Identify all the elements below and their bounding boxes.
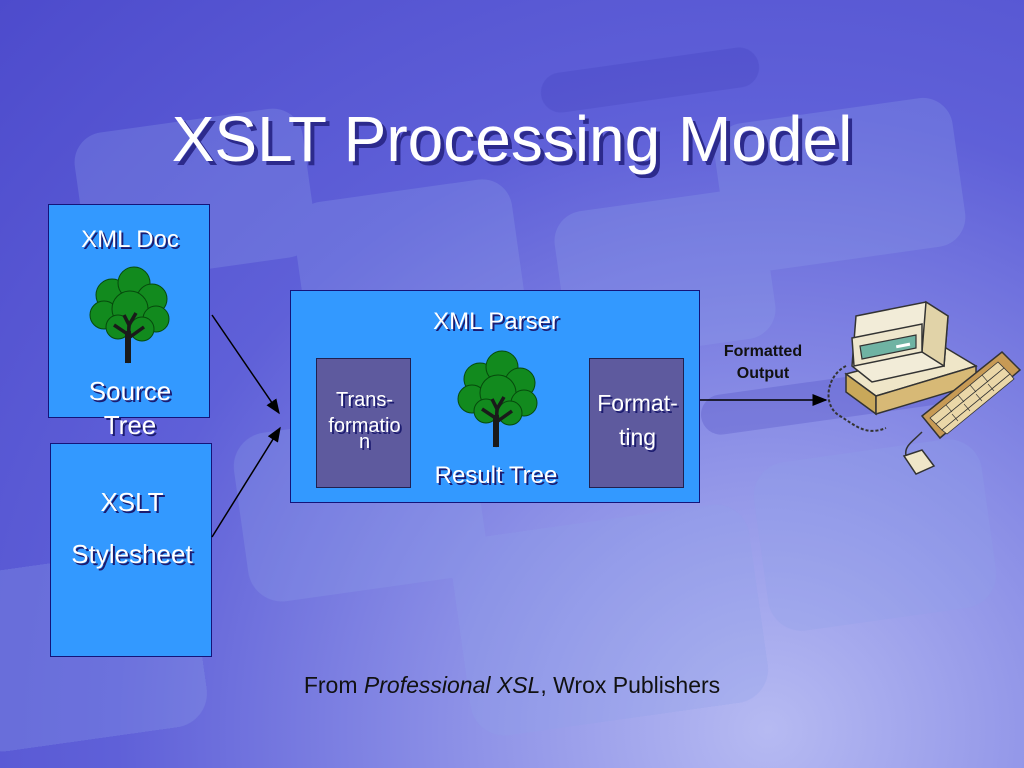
xslt-stylesheet-box: XSLT Stylesheet xyxy=(50,443,212,657)
formatting-box: Format- ting xyxy=(589,358,684,488)
arrow-icon xyxy=(211,426,281,538)
source-tree-label-line2: Tree xyxy=(103,410,157,440)
formatting-label-line1: Format- xyxy=(597,390,678,416)
xml-doc-heading: XML Doc xyxy=(81,226,179,253)
transformation-label-line1: Trans- xyxy=(335,389,394,411)
result-tree-label: Result Tree xyxy=(434,462,558,489)
computer-icon xyxy=(827,300,1022,475)
citation-prefix: From xyxy=(303,672,364,698)
transformation-label-line2: formatio xyxy=(328,415,401,437)
xml-doc-box: XML Doc Source Tree xyxy=(48,204,210,440)
citation: From Professional XSL, Wrox Publishers xyxy=(0,672,1024,699)
slide-title: XSLT Processing Model xyxy=(171,103,853,175)
transformation-box: Trans- formatio n xyxy=(316,358,411,488)
stylesheet-label-line2: Stylesheet xyxy=(71,539,193,569)
formatted-output-label-line1: Formatted xyxy=(723,343,803,360)
xml-parser-heading: XML Parser xyxy=(433,308,559,335)
source-tree-label-line1: Source xyxy=(88,376,172,406)
formatting-label-line2: ting xyxy=(618,424,657,450)
arrow-icon xyxy=(211,314,280,415)
xml-parser-box: XML Parser Trans- formatio n Result Tree… xyxy=(290,290,700,503)
tree-icon xyxy=(457,350,538,448)
stylesheet-label-line1: XSLT xyxy=(100,487,164,517)
transformation-label-line3: n xyxy=(358,431,371,453)
citation-book-title: Professional XSL xyxy=(363,672,541,698)
tree-icon xyxy=(89,266,170,364)
citation-suffix: , Wrox Publishers xyxy=(540,672,721,698)
formatted-output-label-line2: Output xyxy=(736,365,790,382)
